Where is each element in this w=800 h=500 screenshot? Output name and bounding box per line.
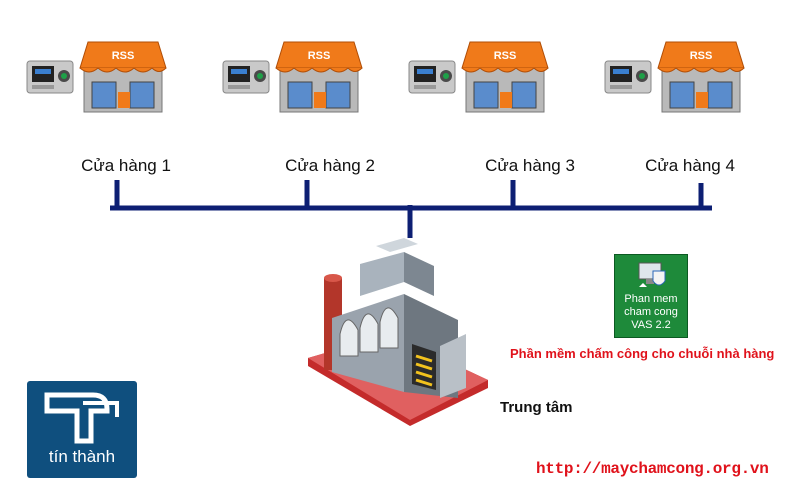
icon-line-1: Phan mem bbox=[624, 293, 678, 305]
store-label: Cửa hàng 4 bbox=[645, 156, 735, 175]
time-attendance-device-icon bbox=[604, 60, 652, 94]
website-url[interactable]: http://maychamcong.org.vn bbox=[536, 460, 769, 478]
attendance-software-icon[interactable]: Phan mem cham cong VAS 2.2 bbox=[614, 254, 688, 338]
icon-line-2: cham cong bbox=[624, 306, 678, 318]
store-building-icon: RSS bbox=[461, 41, 549, 113]
headquarters-factory-icon bbox=[308, 238, 488, 426]
svg-text:RSS: RSS bbox=[112, 50, 135, 62]
store-label: Cửa hàng 2 bbox=[285, 156, 375, 175]
logo-mark-icon bbox=[44, 392, 119, 444]
store-building-icon: RSS bbox=[79, 41, 167, 113]
monitor-shield-icon bbox=[638, 262, 666, 287]
logo-text: tín thành bbox=[48, 447, 116, 466]
store-building-icon: RSS bbox=[275, 41, 363, 113]
store-3: RSS Cửa hàng 3 bbox=[408, 30, 608, 175]
icon-line-3: VAS 2.2 bbox=[631, 319, 671, 331]
store-1: RSS Cửa hàng 1 bbox=[26, 30, 226, 175]
software-caption: Phần mềm chấm công cho chuỗi nhà hàng bbox=[510, 346, 775, 361]
store-label: Cửa hàng 1 bbox=[81, 156, 171, 175]
time-attendance-device-icon bbox=[222, 60, 270, 94]
svg-text:RSS: RSS bbox=[494, 50, 517, 62]
central-label: Trung tâm bbox=[500, 399, 573, 416]
store-label: Cửa hàng 3 bbox=[485, 156, 575, 175]
tin-thanh-logo: tín thành bbox=[27, 381, 137, 478]
svg-text:RSS: RSS bbox=[308, 50, 331, 62]
store-4: RSS Cửa hàng 4 bbox=[604, 30, 800, 175]
time-attendance-device-icon bbox=[26, 60, 74, 94]
time-attendance-device-icon bbox=[408, 60, 456, 94]
svg-text:RSS: RSS bbox=[690, 50, 713, 62]
store-2: RSS Cửa hàng 2 bbox=[222, 30, 422, 175]
store-building-icon: RSS bbox=[657, 41, 745, 113]
